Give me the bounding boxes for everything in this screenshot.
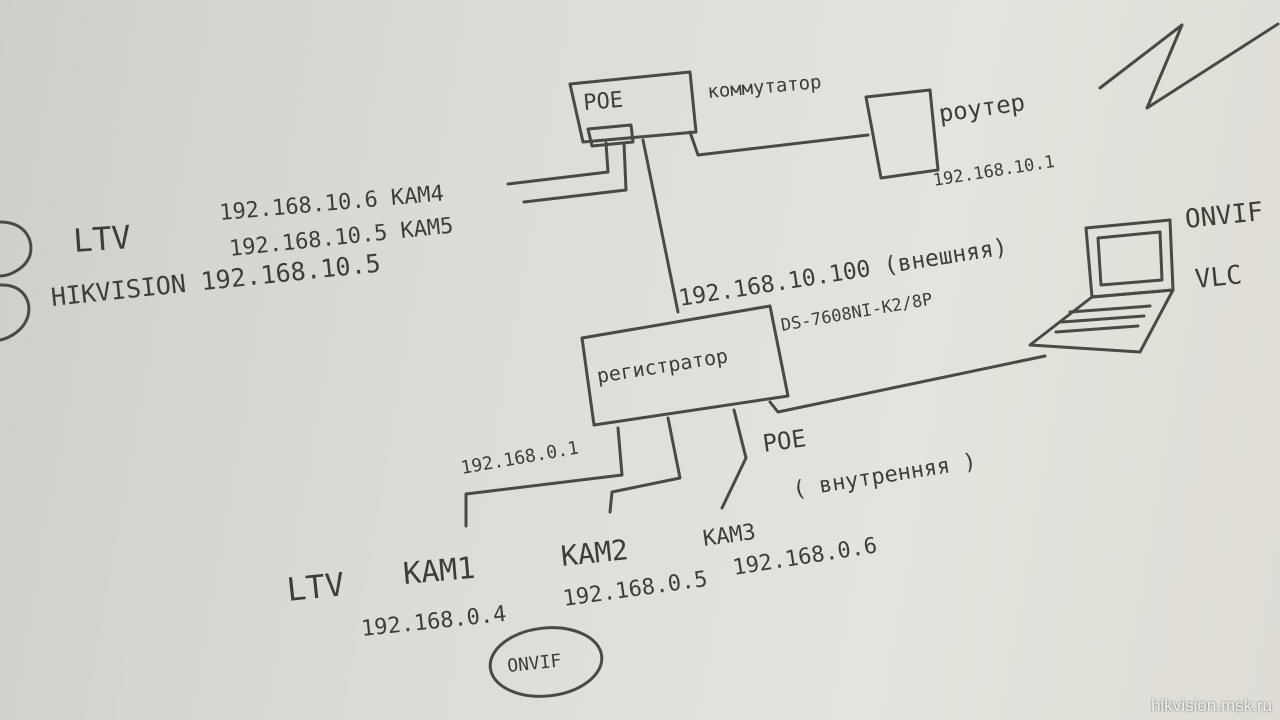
link-switch-cam5 [522, 141, 628, 204]
nvr-box [580, 304, 790, 427]
router-box [864, 88, 940, 180]
onvif-ellipse [488, 626, 604, 698]
router-ip: 192.168.10.1 [932, 152, 1056, 191]
brand-ltv-int: LTV [285, 565, 346, 609]
link-nvr-cam2 [608, 416, 682, 514]
wireless-zigzag [1098, 22, 1280, 110]
nvr-poe: POE [761, 424, 808, 458]
link-switch-nvr [641, 138, 680, 314]
cam1-ip: 192.168.0.4 [360, 602, 508, 642]
nvr-poe-note: ( внутренняя ) [791, 449, 978, 503]
poe-switch-label: POE [582, 88, 624, 116]
link-switch-cam4 [506, 141, 610, 186]
laptop-keyboard [1028, 288, 1175, 354]
left-edge-circle-bottom [0, 283, 31, 342]
poe-switch-ports [586, 123, 635, 148]
cam2-label: КАМ2 [559, 533, 630, 573]
link-nvr-cam3 [720, 408, 748, 510]
cam1-label: КАМ1 [402, 551, 477, 592]
nvr-label: регистратор [595, 344, 730, 388]
brand-ltv-ext: LTV [72, 218, 132, 260]
cam-onvif: ONVIF [506, 650, 562, 677]
cam2-ip: 192.168.0.5 [561, 567, 709, 612]
laptop-keys [1054, 304, 1152, 334]
nvr-int-ip: 192.168.0.1 [459, 438, 580, 479]
nvr-model: DS-7608NI-K2/8P [779, 290, 934, 336]
link-nvr-laptop [768, 354, 1047, 414]
switch-title: коммутатор [707, 71, 823, 103]
poe-switch-box [568, 70, 698, 144]
router-title: роутер [937, 88, 1027, 128]
laptop-screen-inner [1096, 230, 1164, 287]
nvr-ext-ip: 192.168.10.100 (внешняя) [677, 234, 1009, 312]
cam3-label: КАМ3 [701, 520, 757, 552]
link-nvr-cam1 [464, 426, 624, 528]
laptop-onvif: ONVIF [1184, 197, 1265, 235]
watermark: hikvision.msk.ru [1151, 696, 1272, 715]
link-switch-router [688, 130, 870, 157]
laptop-vlc: VLC [1194, 260, 1244, 295]
left-edge-circle-top [0, 220, 33, 278]
